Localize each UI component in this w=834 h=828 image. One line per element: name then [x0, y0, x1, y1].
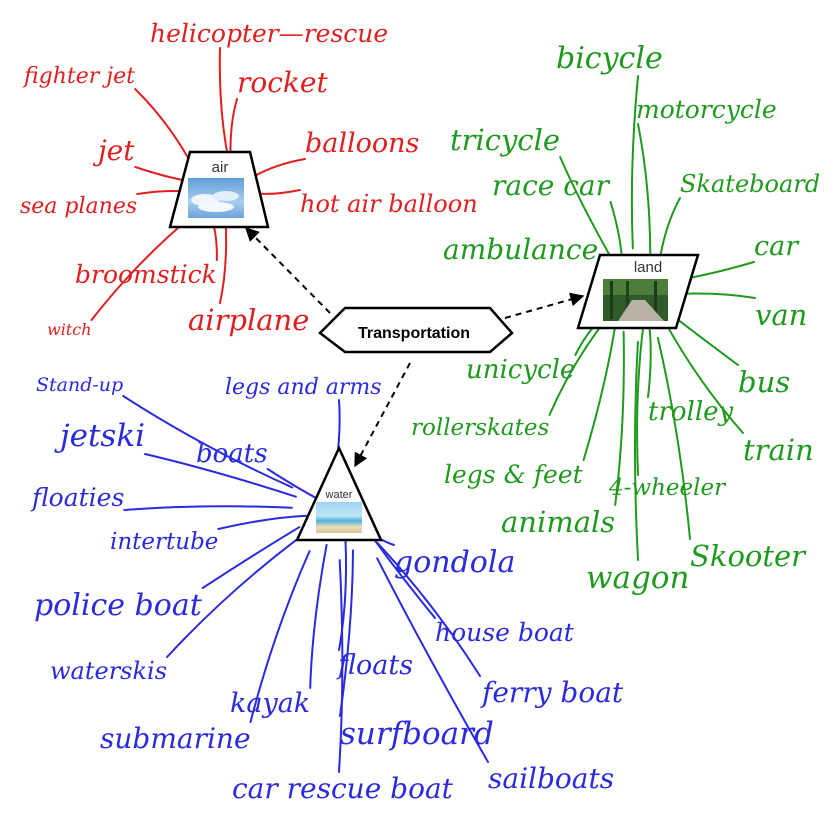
air-item-witch: witch: [47, 320, 92, 339]
beach-sea-photo: [316, 502, 362, 533]
land-item-race-car: race car: [492, 169, 611, 202]
water-item-jetski: jetski: [54, 418, 145, 454]
air-item-airplane: airplane: [188, 303, 309, 337]
water-item-ferry-boat: ferry boat: [480, 676, 624, 709]
connector-line: [123, 505, 293, 511]
water-item-waterskis: waterskis: [50, 657, 167, 685]
land-labels: bicycle motorcycle tricycle race car Ska…: [411, 41, 820, 596]
land-item-rollerskates: rollerskates: [411, 415, 549, 441]
arrow-to-water: [354, 362, 411, 468]
air-item-fighter-jet: fighter jet: [22, 64, 135, 89]
land-item-motorcycle: motorcycle: [636, 95, 777, 124]
water-item-legs-and-arms: legs and arms: [225, 375, 382, 400]
air-item-hot-air-balloon: hot air balloon: [300, 190, 478, 218]
connector-line: [134, 88, 196, 171]
connector-line: [218, 47, 230, 163]
land-item-trolley: trolley: [648, 397, 734, 427]
connector-line: [633, 340, 639, 561]
water-item-surfboard: surfboard: [340, 716, 494, 752]
land-item-van: van: [755, 298, 807, 332]
land-item-bus: bus: [738, 365, 790, 399]
connector-line: [376, 541, 481, 677]
connector-line: [637, 123, 652, 259]
connector-line: [630, 75, 639, 250]
water-item-floaties: floaties: [30, 483, 124, 512]
land-item-car: car: [754, 231, 800, 262]
air-item-balloons: balloons: [305, 128, 419, 159]
center-arrows: [245, 227, 585, 468]
center-node: Transportation: [318, 306, 514, 354]
connector-line: [559, 156, 616, 264]
air-labels: helicopter—rescue fighter jet rocket jet…: [20, 19, 478, 339]
land-connector-lines: [548, 75, 756, 561]
land-hub: land: [576, 253, 700, 330]
connector-line: [338, 559, 344, 773]
connector-line: [662, 317, 744, 434]
arrow-to-air: [245, 227, 331, 314]
land-hub-label: land: [634, 259, 662, 276]
water-item-police-boat: police boat: [34, 588, 203, 623]
air-item-broomstick: broomstick: [75, 260, 217, 289]
water-item-sailboats: sailboats: [488, 762, 614, 795]
center-label: Transportation: [358, 325, 470, 342]
water-item-kayak: kayak: [230, 688, 310, 719]
water-connector-lines: [122, 395, 489, 773]
water-item-gondola: gondola: [394, 545, 515, 580]
connector-line: [144, 453, 297, 498]
land-item-wagon: wagon: [586, 560, 690, 596]
land-item-skooter: Skooter: [690, 539, 807, 573]
arrow-to-land: [504, 292, 585, 319]
land-item-bicycle: bicycle: [556, 41, 663, 76]
land-item-tricycle: tricycle: [450, 123, 560, 157]
connector-line: [656, 336, 691, 540]
land-item-ambulance: ambulance: [443, 233, 598, 266]
water-item-stand-up: Stand-up: [36, 374, 123, 396]
land-item-skateboard: Skateboard: [680, 170, 820, 198]
connector-line: [201, 526, 301, 589]
water-item-car-rescue-boat: car rescue boat: [232, 772, 454, 805]
connector-line: [122, 395, 294, 489]
connector-line: [166, 537, 299, 658]
water-hub: water: [295, 444, 383, 542]
water-item-intertube: intertube: [110, 529, 218, 555]
water-hub-label: water: [325, 489, 353, 501]
air-item-jet: jet: [92, 134, 135, 167]
air-item-helicopter: helicopter—rescue: [150, 19, 388, 48]
connector-line: [582, 322, 617, 461]
air-item-rocket: rocket: [237, 66, 328, 99]
connector-line: [636, 324, 645, 476]
land-item-unicycle: unicycle: [466, 355, 575, 385]
sky-clouds-photo: [188, 178, 244, 218]
water-item-floats: floats: [336, 650, 413, 681]
connector-line: [376, 557, 489, 763]
connector-line: [217, 514, 309, 530]
air-hub-label: air: [212, 159, 229, 176]
water-labels: Stand-up legs and arms jetski boats floa…: [30, 374, 624, 805]
land-item-4-wheeler: 4-wheeler: [608, 475, 727, 501]
connector-line: [338, 536, 348, 651]
forest-road-photo: [603, 279, 668, 321]
water-item-submarine: submarine: [100, 722, 251, 755]
land-item-animals: animals: [501, 505, 615, 539]
air-hub: air: [168, 150, 270, 229]
connector-line: [309, 543, 328, 689]
air-item-sea-planes: sea planes: [20, 194, 137, 219]
land-item-train: train: [743, 433, 814, 467]
connector-line: [249, 550, 311, 723]
water-item-house-boat: house boat: [435, 618, 575, 647]
water-item-boats: boats: [196, 439, 268, 469]
land-item-legs-feet: legs & feet: [444, 460, 584, 489]
connector-line: [614, 330, 625, 506]
